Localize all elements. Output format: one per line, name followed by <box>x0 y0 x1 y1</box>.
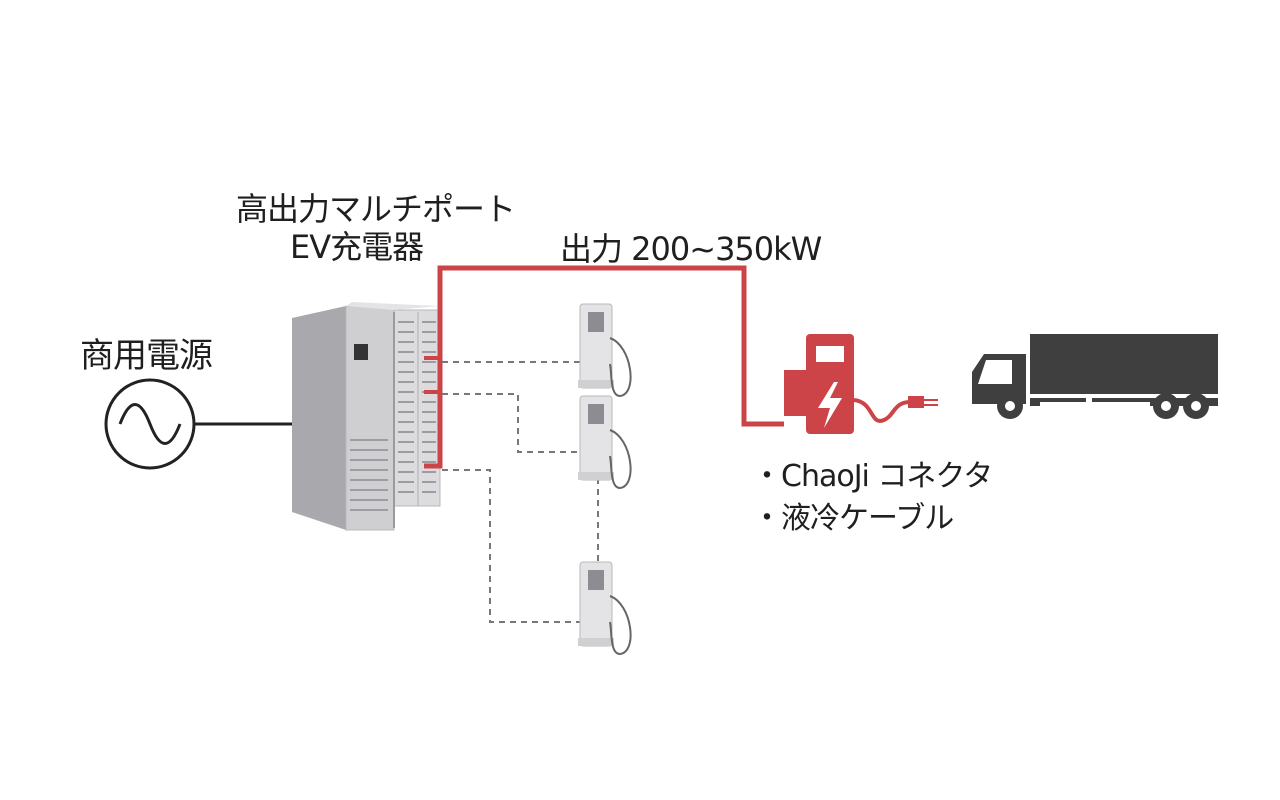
charging-dispenser-icon <box>578 561 632 656</box>
feature-item-connector: ・ChaoJi コネクタ <box>752 459 993 494</box>
charger-title-line1: 高出力マルチポート <box>236 190 516 228</box>
chaoji-charger-icon <box>784 334 938 434</box>
multiport-charger-cabinet-icon <box>292 302 441 531</box>
power-source-label: 商用電源 <box>80 336 213 376</box>
output-power-line <box>424 265 784 469</box>
charging-dispenser-icon <box>578 395 632 490</box>
dispenser-connections <box>442 361 599 623</box>
truck-icon <box>972 334 1218 419</box>
charging-dispenser-icon <box>578 303 632 398</box>
charger-title-line2: EV充電器 <box>290 228 424 266</box>
feature-list: ・ChaoJi コネクタ ・液冷ケーブル <box>752 456 993 540</box>
ac-source-icon <box>104 378 196 470</box>
feature-item-cable: ・液冷ケーブル <box>752 501 954 536</box>
output-power-label: 出力 200~350kW <box>560 230 822 268</box>
